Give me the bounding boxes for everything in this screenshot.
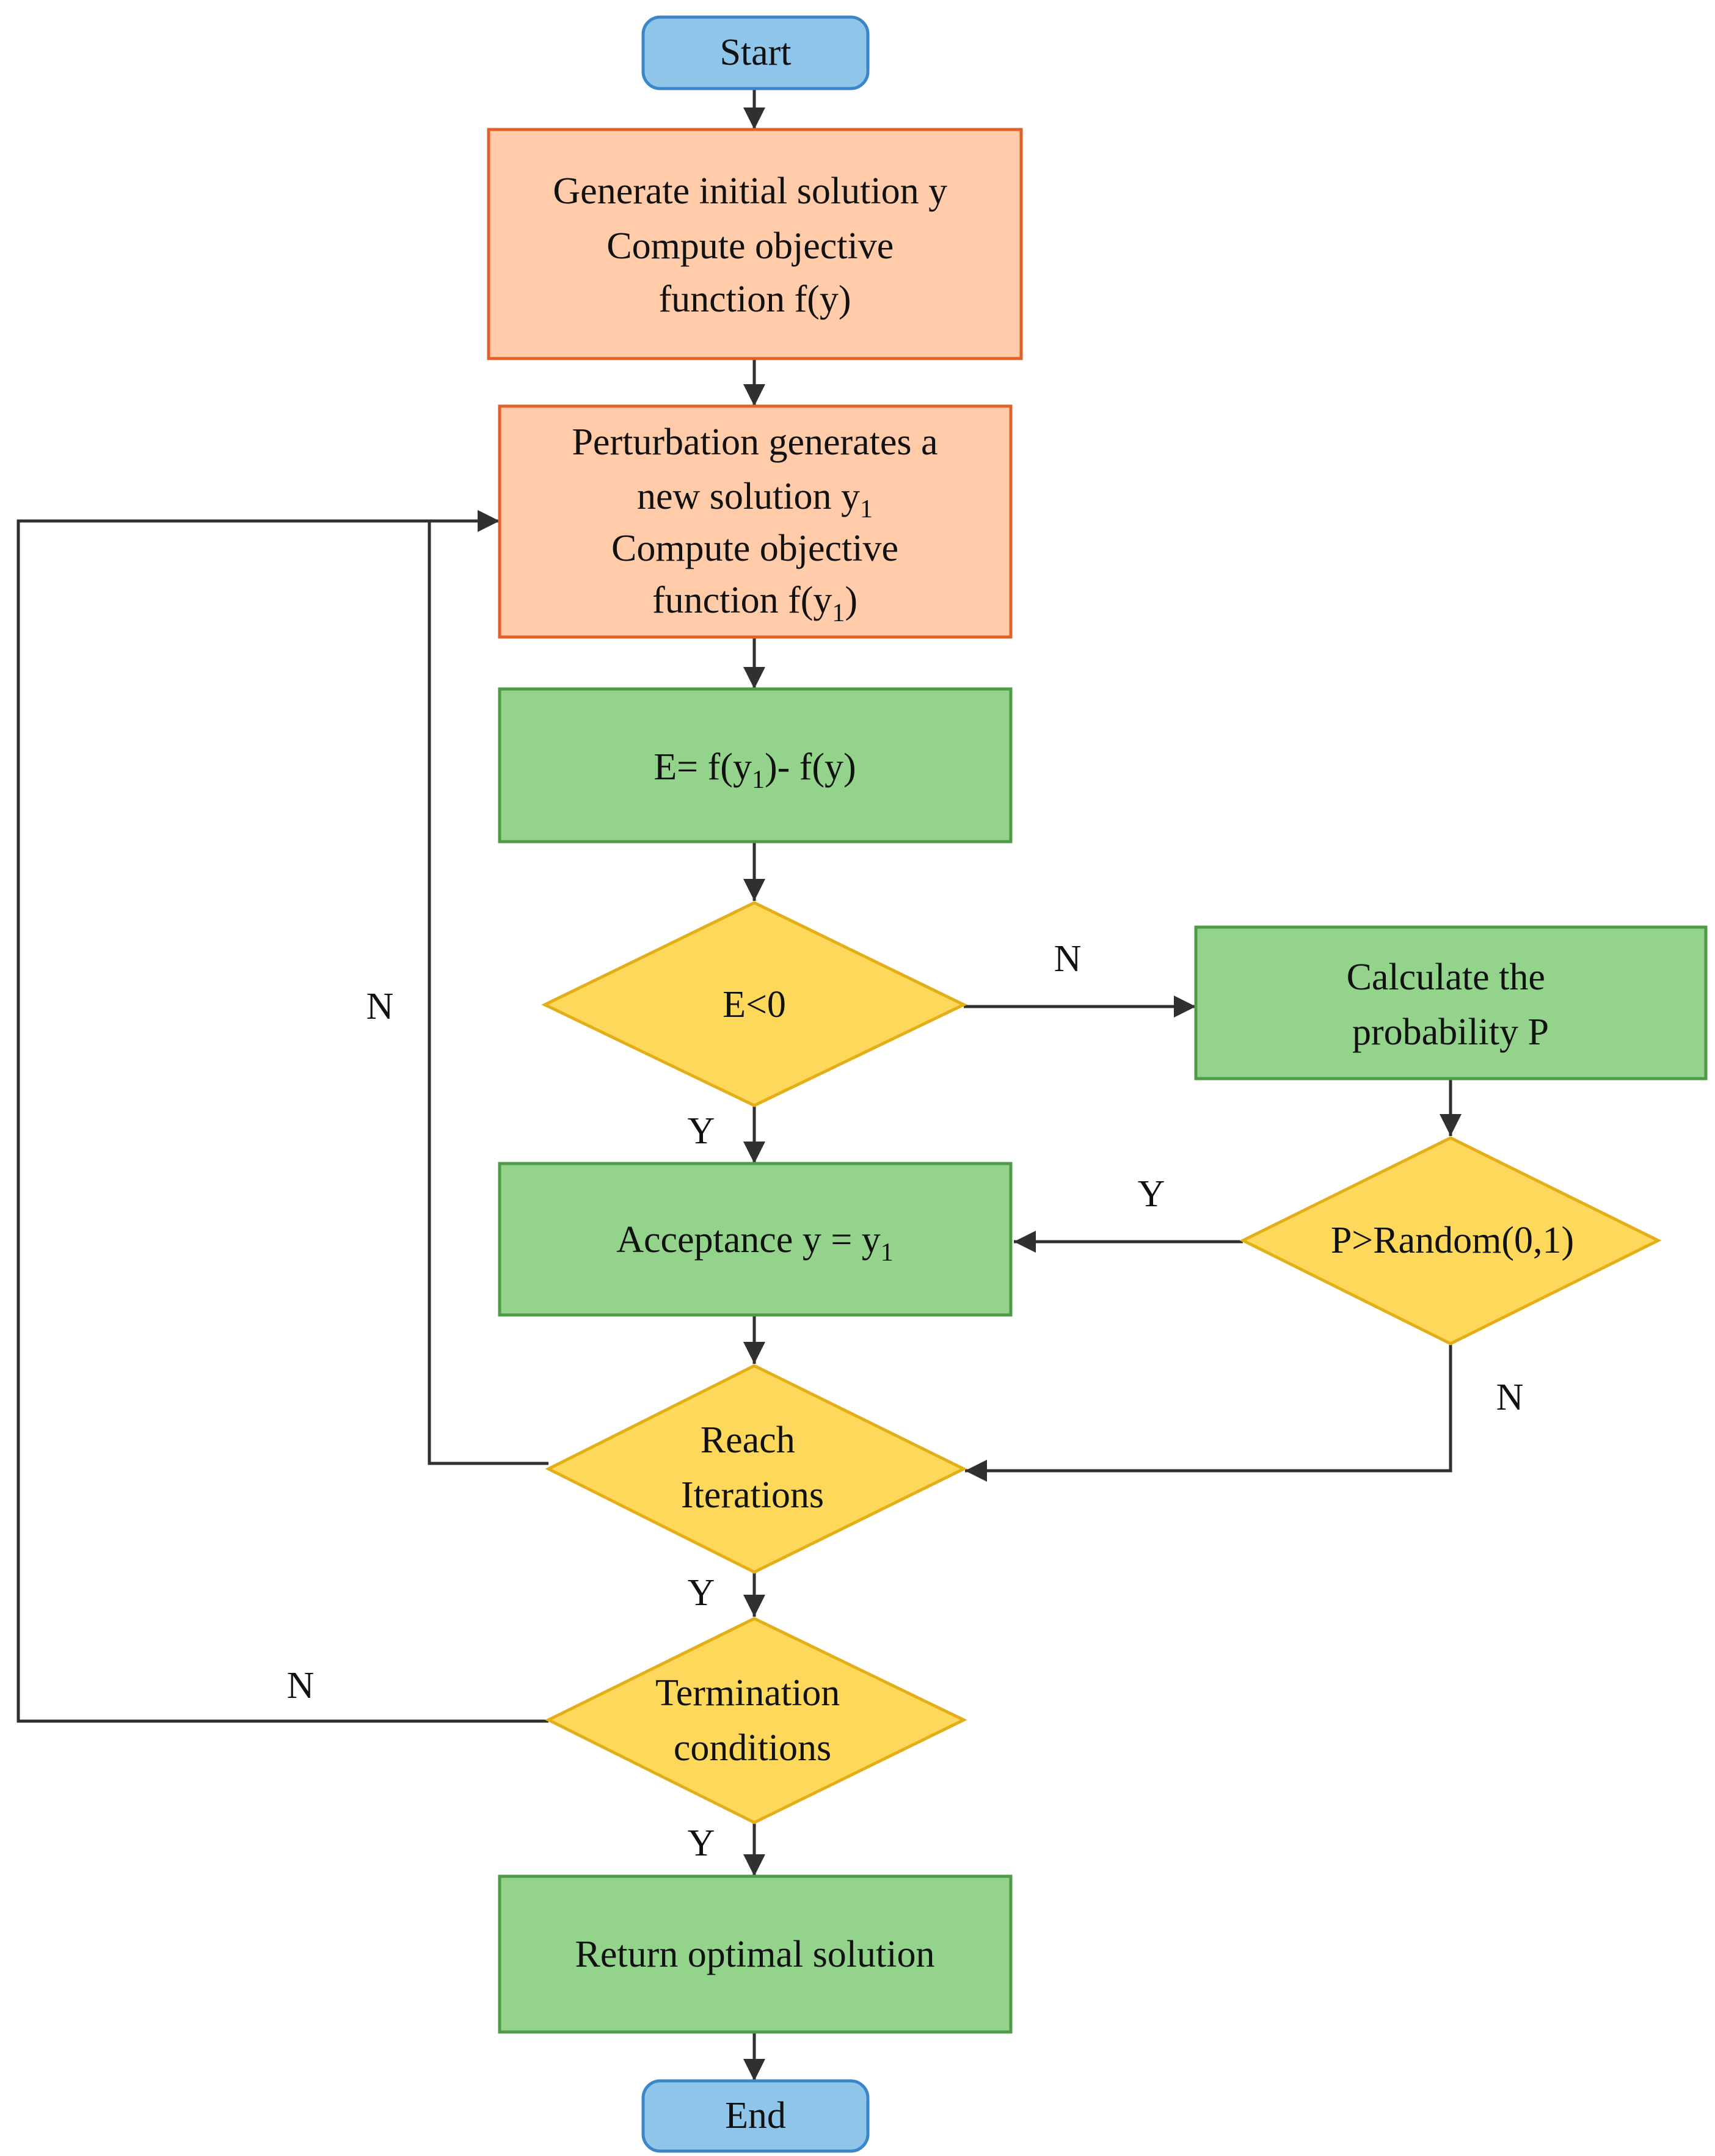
end-terminal: End [641, 2079, 870, 2153]
result-label: Return optimal solution [575, 1934, 935, 1975]
perturb-line-1: Perturbation generates a [572, 421, 938, 463]
energy-difference-box: E= f(y1)- f(y) [498, 687, 1013, 843]
svg-text:new solution y1: new solution y1 [637, 476, 873, 523]
svg-text:Compute objective: Compute objective [611, 528, 898, 569]
return-optimal-solution-box: Return optimal solution [498, 1874, 1013, 2034]
perturb-line-4-close: ) [845, 580, 858, 621]
start-terminal: Start [641, 15, 870, 90]
end-label: End [725, 2095, 786, 2136]
svg-text:E= f(y1)- f(y): E= f(y1)- f(y) [654, 746, 856, 794]
edge-label-term-no: N [287, 1665, 315, 1706]
svg-text:Acceptance y = y1: Acceptance y = y1 [616, 1219, 894, 1267]
acceptance-label: Acceptance y = y [616, 1219, 881, 1261]
energy-formula-subscript: 1 [752, 766, 765, 794]
svg-text:Termination conditions: Termination conditions [655, 1672, 850, 1769]
decision-p-label: P>Random(0,1) [1331, 1220, 1574, 1261]
calculate-probability-box: Calculate the probability P [1194, 925, 1708, 1080]
calc-p-line-2: probability P [1352, 1011, 1549, 1053]
arrow-term-loop-back [16, 519, 548, 1723]
calc-p-line-1: Calculate the [1347, 956, 1545, 998]
svg-text:Perturbation generates a: Perturbation generates a [572, 421, 938, 463]
edge-label-p-no: N [1496, 1377, 1524, 1418]
decision-e-label: E<0 [723, 984, 786, 1025]
term-line-1: Termination [655, 1672, 840, 1714]
perturbation-box: Perturbation generates a new solution y1… [498, 404, 1013, 639]
decision-e-less-than-zero: E<0 [541, 901, 967, 1107]
acceptance-subscript: 1 [881, 1239, 894, 1267]
energy-formula-end: )- f(y) [765, 746, 856, 788]
iter-line-2: Iterations [681, 1474, 824, 1516]
generate-line-1: Generate initial solution y [553, 170, 947, 212]
perturb-line-4: function f(y [652, 580, 832, 621]
generate-initial-solution-box: Generate initial solution y Compute obje… [487, 128, 1023, 360]
perturb-line-3: Compute objective [611, 528, 898, 569]
svg-text:Calculate the probabilit: Calculate the probability P [1347, 956, 1555, 1053]
decision-reach-iterations: Reach Iterations [545, 1364, 967, 1574]
svg-text:Reach Iterations: Reach Iterations [681, 1419, 824, 1516]
decision-p-greater-random: P>Random(0,1) [1239, 1136, 1662, 1346]
perturb-line-4-subscript: 1 [832, 599, 845, 627]
generate-line-3: function f(y) [658, 279, 851, 320]
edge-label-term-yes: Y [688, 1823, 715, 1864]
start-label: Start [719, 32, 791, 73]
edge-label-e-no: N [1054, 938, 1082, 980]
perturb-line-2-subscript: 1 [860, 495, 873, 523]
perturb-line-2: new solution y [637, 476, 860, 517]
svg-text:Generate initial solution y: Generate initial solution y Compute obje… [553, 170, 956, 320]
energy-formula-start: E= f(y [654, 746, 752, 788]
edge-label-p-yes: Y [1138, 1173, 1165, 1215]
arrow-iter-loop-back [428, 510, 548, 1465]
term-line-2: conditions [674, 1727, 831, 1769]
arrow-decision-p-to-iter [965, 1345, 1452, 1482]
edge-label-iter-yes: Y [688, 1572, 715, 1614]
decision-termination-conditions: Termination conditions [545, 1617, 967, 1824]
edge-label-e-yes: Y [688, 1110, 715, 1152]
acceptance-box: Acceptance y = y1 [498, 1162, 1013, 1317]
edge-label-iter-no: N [366, 986, 394, 1027]
svg-text:function f(y1): function f(y1) [652, 580, 858, 627]
generate-line-2: Compute objective [606, 225, 894, 267]
iter-line-1: Reach [701, 1419, 795, 1461]
